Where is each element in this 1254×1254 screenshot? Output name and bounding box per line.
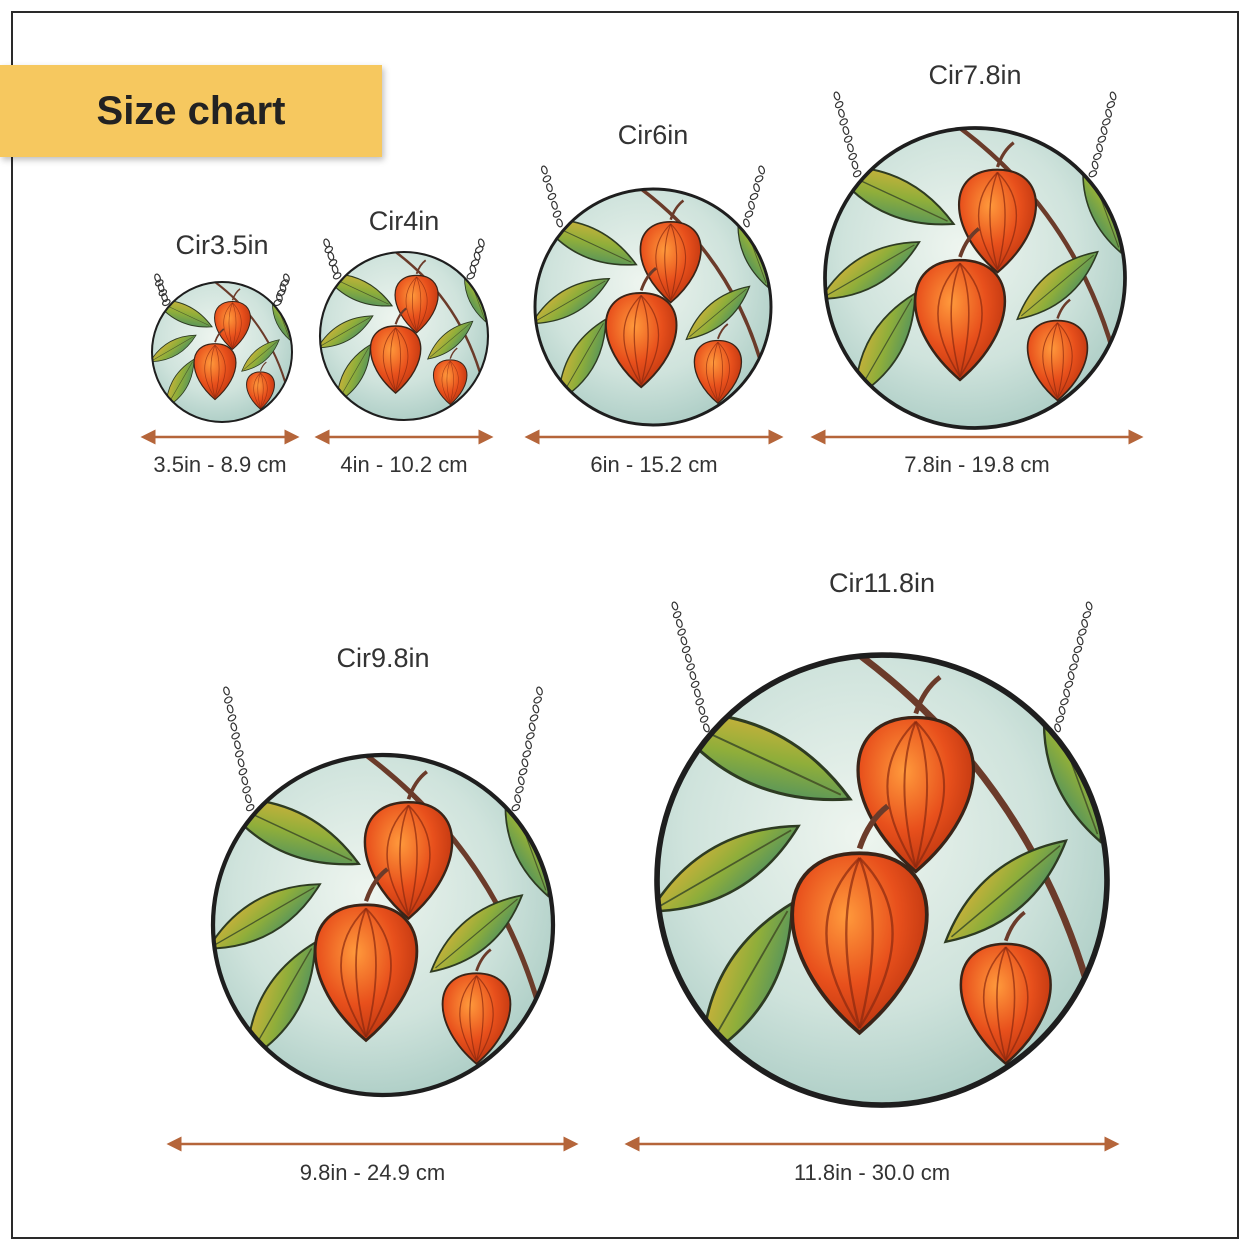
hanging-chain bbox=[671, 601, 1093, 733]
size-chart-banner: Size chart bbox=[0, 65, 382, 157]
dimension-label: 11.8in - 30.0 cm bbox=[793, 1160, 951, 1185]
suncatcher-1 bbox=[140, 273, 300, 445]
suncatcher-4 bbox=[810, 91, 1144, 445]
metal-rim bbox=[151, 281, 293, 423]
metal-rim bbox=[533, 187, 773, 427]
suncatcher-2 bbox=[314, 238, 494, 445]
dimension-label: 3.5in - 8.9 cm bbox=[153, 452, 287, 477]
suncatcher-5 bbox=[166, 686, 579, 1152]
hanging-chain bbox=[833, 91, 1117, 178]
size-name-label: Cir9.8in bbox=[336, 643, 430, 673]
metal-rim bbox=[318, 250, 490, 422]
metal-rim bbox=[823, 126, 1127, 430]
dimension-label: 9.8in - 24.9 cm bbox=[299, 1160, 446, 1185]
hanging-chain bbox=[223, 686, 543, 812]
dimension-label: 7.8in - 19.8 cm bbox=[904, 452, 1050, 477]
hanging-chain bbox=[154, 273, 290, 307]
dimension-label: 6in - 15.2 cm bbox=[590, 452, 718, 477]
size-name-label: Cir7.8in bbox=[928, 60, 1022, 90]
size-name-label: Cir6in bbox=[617, 120, 689, 150]
metal-rim bbox=[210, 752, 556, 1098]
size-name-label: Cir3.5in bbox=[175, 230, 269, 260]
hanging-chain bbox=[540, 165, 766, 228]
size-name-label: Cir4in bbox=[368, 206, 440, 236]
outer-frame bbox=[11, 11, 1239, 1239]
suncatcher-3 bbox=[524, 165, 784, 445]
metal-rim bbox=[654, 652, 1110, 1108]
suncatcher-6 bbox=[624, 601, 1120, 1152]
dimension-label: 4in - 10.2 cm bbox=[340, 452, 468, 477]
hanging-chain bbox=[323, 238, 485, 280]
size-name-label: Cir11.8in bbox=[828, 568, 936, 598]
